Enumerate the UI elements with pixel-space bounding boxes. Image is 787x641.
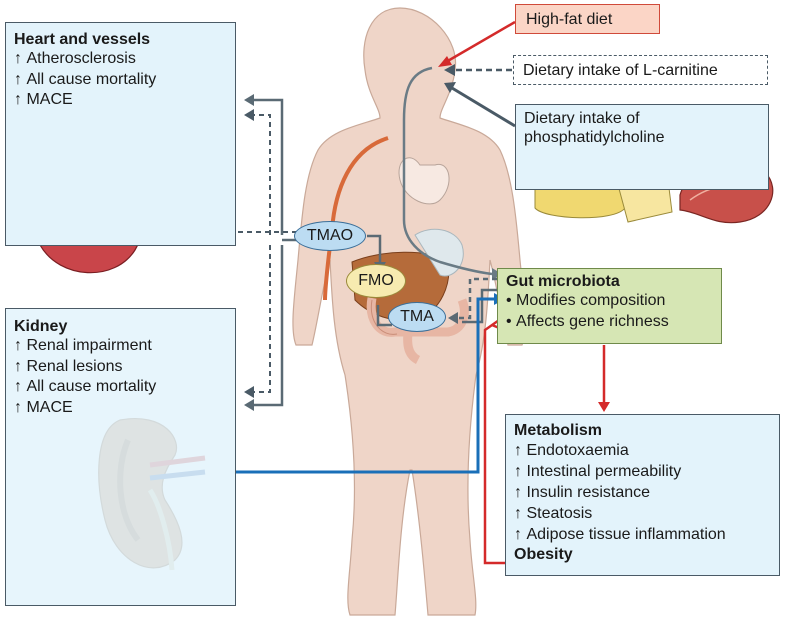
fmo-oval: FMO	[346, 264, 406, 298]
phosphatidylcholine-line2: phosphatidylcholine	[524, 129, 665, 146]
metabolism-box: Metabolism Endotoxaemia Intestinal perme…	[505, 414, 780, 576]
l-carnitine-box: Dietary intake of L-carnitine	[513, 55, 768, 85]
heart-item-mace: MACE	[14, 90, 156, 111]
heart-vessels-title: Heart and vessels	[14, 31, 151, 48]
tma-oval: TMA	[388, 302, 446, 332]
kidney-item-mace: MACE	[14, 398, 156, 419]
heart-item-mortality: All cause mortality	[14, 70, 156, 91]
tmao-label: TMAO	[306, 227, 354, 244]
digestive-path-line	[402, 66, 493, 276]
l-carnitine-label: Dietary intake of L-carnitine	[523, 62, 718, 79]
obesity-label: Obesity	[514, 546, 573, 563]
gut-microbiota-box: Gut microbiota Modifies composition Affe…	[497, 268, 722, 344]
metabolism-item-steatosis: Steatosis	[514, 503, 771, 524]
gut-item-gene-richness: Affects gene richness	[506, 312, 713, 333]
gut-microbiota-title: Gut microbiota	[506, 273, 620, 290]
high-fat-diet-label: High-fat diet	[526, 11, 613, 28]
kidney-item-renal-impairment: Renal impairment	[14, 336, 156, 357]
tma-label: TMA	[400, 308, 434, 325]
gut-item-composition: Modifies composition	[506, 291, 713, 312]
tmao-oval: TMAO	[294, 221, 366, 251]
metabolism-item-endotoxaemia: Endotoxaemia	[514, 440, 771, 461]
kidney-item-renal-lesions: Renal lesions	[14, 357, 156, 378]
metabolism-item-adipose: Adipose tissue inflammation	[514, 524, 771, 545]
phosphatidylcholine-line1: Dietary intake of	[524, 110, 640, 127]
metabolism-item-insulin: Insulin resistance	[514, 482, 771, 503]
metabolism-title: Metabolism	[514, 422, 603, 439]
kidney-item-mortality: All cause mortality	[14, 377, 156, 398]
metabolism-item-permeability: Intestinal permeability	[514, 461, 771, 482]
phosphatidylcholine-box: Dietary intake of phosphatidylcholine	[515, 104, 769, 190]
high-fat-diet-box: High-fat diet	[515, 4, 660, 34]
fmo-label: FMO	[358, 272, 394, 289]
heart-vessels-box: Heart and vessels Atherosclerosis All ca…	[5, 22, 236, 246]
kidney-box: Kidney Renal impairment Renal lesions Al…	[5, 308, 236, 606]
heart-item-atherosclerosis: Atherosclerosis	[14, 49, 156, 70]
kidney-title: Kidney	[14, 318, 68, 335]
